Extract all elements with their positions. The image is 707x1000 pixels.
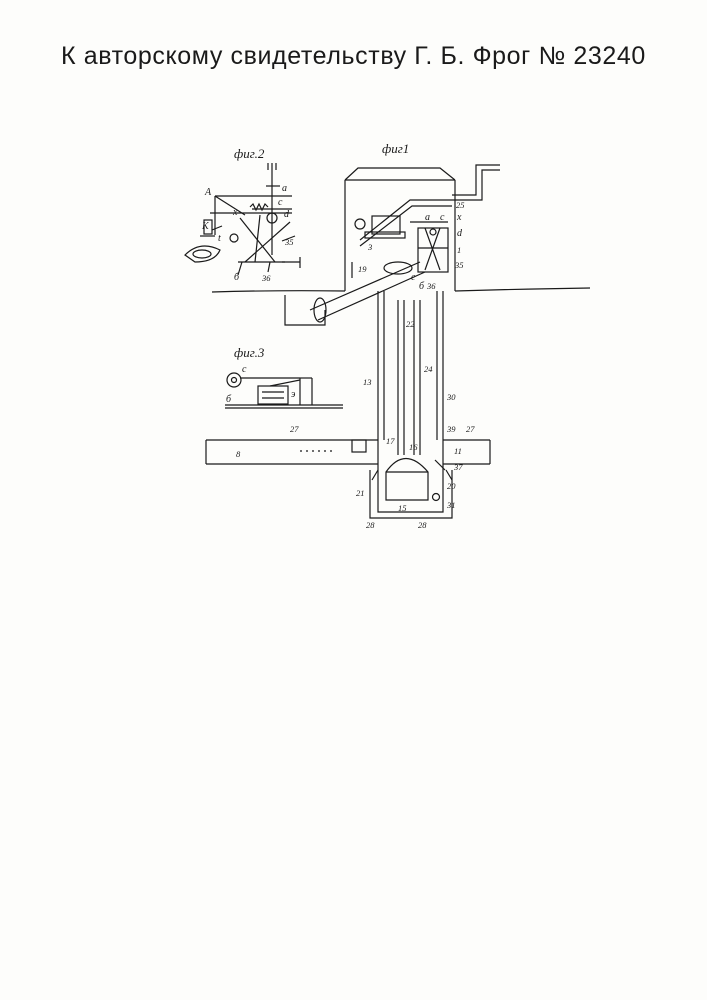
fig2-label-36: 36 bbox=[261, 273, 271, 283]
fig1-label-11: 11 bbox=[454, 446, 462, 456]
fig2-label-35: 35 bbox=[284, 237, 294, 247]
fig1-label-27-right: 27 bbox=[466, 424, 475, 434]
fig1-label-13: 13 bbox=[363, 377, 372, 387]
fig2-label-b: б bbox=[234, 272, 240, 283]
figure-3-caption: фиг.3 bbox=[234, 345, 265, 360]
fig3-label-c: c bbox=[242, 364, 247, 375]
fig2-label-t: t bbox=[218, 233, 221, 244]
fig1-label-31: 31 bbox=[446, 500, 456, 510]
fig1-label-x: x bbox=[456, 212, 462, 223]
building-roof bbox=[345, 168, 455, 180]
fig1-label-35: 35 bbox=[454, 260, 464, 270]
fig2-label-K: K bbox=[201, 221, 210, 232]
fig1-label-28-left: 28 bbox=[366, 520, 375, 530]
fig3-label-e: э bbox=[291, 389, 296, 400]
fig1-label-19: 19 bbox=[358, 264, 367, 274]
figure-1: фиг1 bbox=[206, 141, 590, 530]
fig1-label-36: 36 bbox=[426, 281, 436, 291]
fig1-label-e: e bbox=[411, 272, 416, 283]
fig1-label-15: 15 bbox=[398, 503, 407, 513]
fig1-label-17: 17 bbox=[386, 436, 395, 446]
fig1-label-39: 39 bbox=[446, 424, 456, 434]
fig1-label-8: 8 bbox=[236, 449, 241, 459]
fig1-label-24: 24 bbox=[424, 364, 433, 374]
fig1-label-27-left: 27 bbox=[290, 424, 299, 434]
fig1-label-b: б bbox=[419, 281, 425, 292]
fig1-label-3: 3 bbox=[367, 242, 372, 252]
fig1-label-20: 20 bbox=[447, 481, 456, 491]
fig2-label-A: A bbox=[204, 187, 212, 198]
fig2-label-a: a bbox=[282, 183, 287, 194]
figure-3: фиг.3 c б э bbox=[225, 345, 343, 408]
fig1-label-21: 21 bbox=[356, 488, 365, 498]
figure-2-caption: фиг.2 bbox=[234, 146, 265, 161]
ground-line bbox=[212, 288, 590, 292]
fig1-label-30: 30 bbox=[446, 392, 456, 402]
fig1-label-37: 37 bbox=[453, 462, 463, 472]
figure-1-caption: фиг1 bbox=[382, 141, 409, 156]
fig1-label-16: 16 bbox=[409, 442, 418, 452]
fig1-label-1: 1 bbox=[457, 245, 461, 255]
fig1-label-22: 22 bbox=[406, 319, 415, 329]
fig3-label-b: б bbox=[226, 394, 232, 405]
figure-2: фиг.2 A bbox=[185, 146, 300, 283]
fig2-label-c: c bbox=[278, 197, 283, 208]
fig2-label-d: d bbox=[284, 209, 290, 220]
fig1-label-25: 25 bbox=[456, 200, 465, 210]
fig2-label-x: x bbox=[232, 207, 238, 218]
fig1-label-c: c bbox=[440, 212, 445, 223]
fig1-label-28-right: 28 bbox=[418, 520, 427, 530]
fig1-label-a: a bbox=[425, 212, 430, 223]
fig1-label-d: d bbox=[457, 228, 463, 239]
